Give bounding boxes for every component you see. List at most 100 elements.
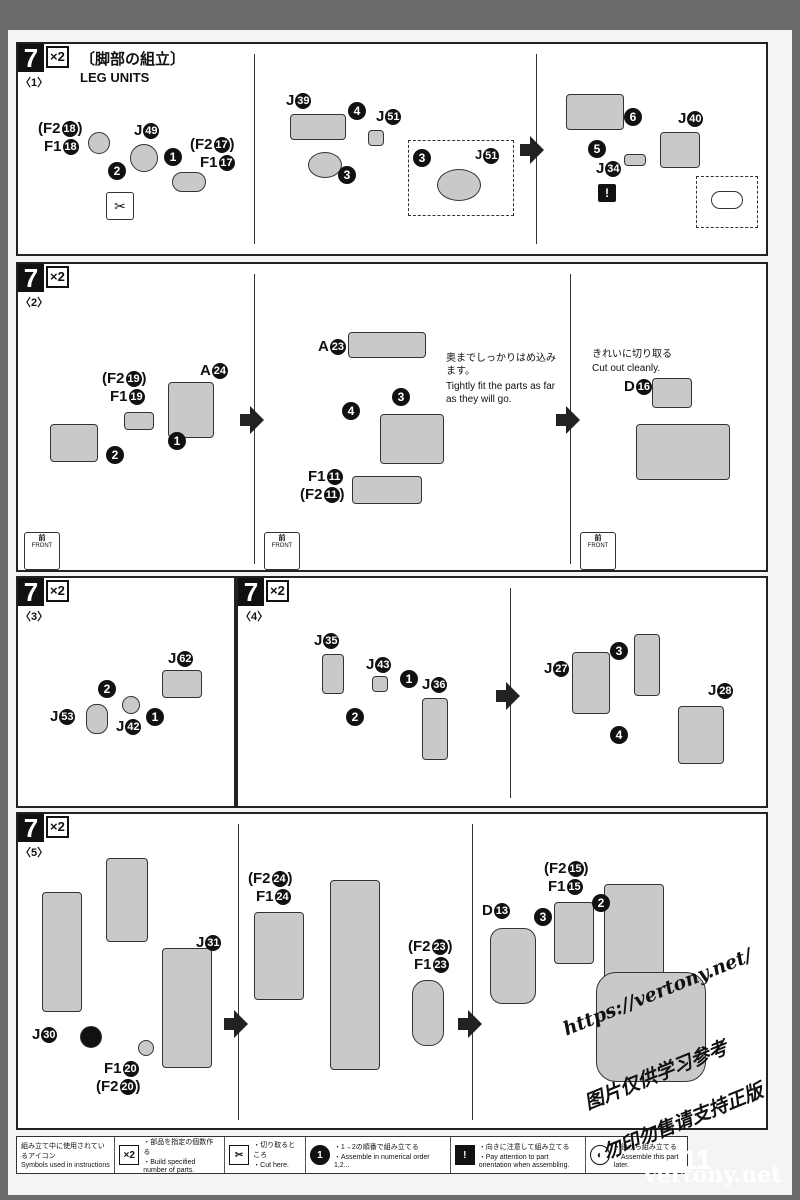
part-j62 bbox=[162, 670, 202, 698]
part-foot bbox=[636, 424, 730, 480]
step-4-icon: 4 bbox=[342, 402, 360, 420]
step-number: 7 bbox=[18, 44, 44, 72]
part-leg-base bbox=[50, 424, 98, 462]
step-2-icon: 2 bbox=[108, 162, 126, 180]
substep-label: 〈1〉 bbox=[20, 77, 49, 89]
divider bbox=[254, 54, 255, 244]
step-3-icon: 3 bbox=[534, 908, 552, 926]
assemble-later-icon bbox=[80, 1026, 102, 1048]
multiplier-icon: ×2 bbox=[46, 46, 69, 68]
step-badge: 7 ×2 bbox=[238, 578, 289, 606]
part-j51-detail bbox=[437, 169, 481, 201]
step-2-icon: 2 bbox=[98, 680, 116, 698]
part-d13 bbox=[490, 928, 536, 1004]
step-badge: 7 ×2 bbox=[18, 814, 69, 842]
step-number: 7 bbox=[238, 578, 264, 606]
step-order-icon: 1 bbox=[309, 1145, 330, 1165]
part-f17 bbox=[172, 172, 206, 192]
next-arrow-icon bbox=[240, 406, 264, 434]
step-badge: 7 ×2 bbox=[18, 44, 69, 72]
next-arrow-icon bbox=[520, 136, 544, 164]
step-3-icon: 3 bbox=[413, 149, 431, 167]
part-j34-detail bbox=[711, 191, 743, 209]
part-f23 bbox=[412, 980, 444, 1046]
part-j36-assembly bbox=[634, 634, 660, 696]
part-f19 bbox=[124, 412, 154, 430]
multiplier-icon: ×2 bbox=[119, 1145, 140, 1165]
page-number: 11 bbox=[682, 1144, 712, 1175]
multiplier-icon: ×2 bbox=[266, 580, 289, 602]
part-f11 bbox=[352, 476, 422, 504]
part-j42 bbox=[122, 696, 140, 714]
next-arrow-icon bbox=[458, 1010, 482, 1038]
part-j49 bbox=[130, 144, 158, 172]
section-title-jp: 〔脚部の組立〕 bbox=[80, 51, 186, 68]
step-5-icon: 5 bbox=[588, 140, 606, 158]
part-j30 bbox=[42, 892, 82, 1012]
part-j51 bbox=[368, 130, 384, 146]
legend-item-orientation: ! ・向きに注意して組み立てる・Pay attention to part or… bbox=[451, 1137, 586, 1173]
part-j53 bbox=[86, 704, 108, 734]
cut-icon: ✂ bbox=[106, 192, 134, 220]
tight-fit-note-jp: 奥までしっかりはめ込みます。 bbox=[446, 353, 556, 377]
cut-note-jp: きれいに切り取る bbox=[592, 349, 672, 360]
part-j39 bbox=[290, 114, 346, 140]
section-title-en: LEG UNITS bbox=[80, 70, 150, 85]
step-1-icon: 1 bbox=[164, 148, 182, 166]
warning-icon: ! bbox=[454, 1145, 475, 1165]
legend-title-jp: 組み立て中に使用されているアイコン bbox=[21, 1143, 105, 1160]
step-3-icon: 3 bbox=[610, 642, 628, 660]
watermark-site: vertony.net bbox=[644, 1162, 782, 1188]
part-f24 bbox=[254, 912, 304, 1000]
step-1-icon: 1 bbox=[400, 670, 418, 688]
detail-inset bbox=[696, 176, 758, 228]
part-j43 bbox=[372, 676, 388, 692]
part-j51-assembly bbox=[308, 152, 342, 178]
part-f15 bbox=[554, 902, 594, 964]
step-number: 7 bbox=[18, 814, 44, 842]
step-number: 7 bbox=[18, 264, 44, 292]
next-arrow-icon bbox=[224, 1010, 248, 1038]
substep-label: 〈5〉 bbox=[20, 847, 49, 859]
step-2-icon: 2 bbox=[346, 708, 364, 726]
step-badge: 7 ×2 bbox=[18, 264, 69, 292]
part-j40 bbox=[660, 132, 700, 168]
step-1-icon: 1 bbox=[168, 432, 186, 450]
part-j39-assembly bbox=[566, 94, 624, 130]
next-arrow-icon bbox=[556, 406, 580, 434]
legend-item-cut: ✂ ・切り取るところ・Cut here. bbox=[225, 1137, 306, 1173]
part-j34 bbox=[624, 154, 646, 166]
legend-item-order: 1 ・1→2の順番で組み立てる・Assemble in numerical or… bbox=[306, 1137, 451, 1173]
step-4-icon: 4 bbox=[348, 102, 366, 120]
tight-fit-note-en: Tightly fit the parts as far as they wil… bbox=[446, 381, 556, 405]
divider bbox=[238, 824, 239, 1120]
